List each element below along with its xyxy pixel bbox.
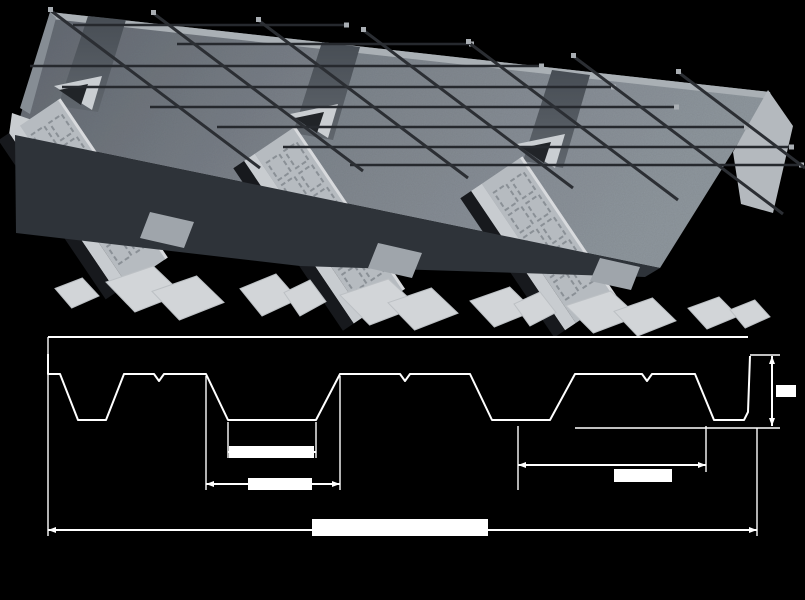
embossment [47, 113, 75, 142]
dimension-arrowhead [769, 356, 775, 364]
valley-bottom-width-label [229, 446, 314, 458]
flange-tip [613, 297, 677, 337]
rebar-rod-end [539, 63, 544, 69]
embossment [297, 163, 325, 192]
rib-end-cap-shadow [59, 84, 88, 105]
dimension-arrowhead [749, 527, 757, 533]
rebar-rod-end [361, 27, 366, 32]
rib-front-face [140, 212, 194, 248]
rebar-rod-diagonal [362, 28, 574, 190]
profile-height-label [776, 385, 796, 397]
rebar-rod-diagonal [572, 54, 784, 216]
bottom-flange-tips [54, 265, 771, 337]
profile-outline [47, 354, 751, 421]
flange-tip [283, 279, 327, 317]
dimension-arrowhead [332, 481, 340, 487]
embossment [524, 193, 552, 222]
deck-3d-render [0, 12, 793, 338]
embossment [507, 205, 535, 234]
deck-right-end-cap [733, 90, 793, 213]
flange-tip [513, 291, 557, 327]
embossment [265, 152, 293, 182]
rebar-rod-end [789, 144, 794, 150]
flange-tip [387, 287, 459, 331]
rebar-rod-end [48, 7, 53, 12]
dimension-arrowhead [206, 481, 214, 487]
rebar-rod-diagonal [257, 18, 469, 180]
flange-tip [729, 299, 771, 329]
rebar-rod-end [466, 39, 471, 44]
rebar-mesh [30, 7, 805, 216]
rebar-rod-diagonal [152, 11, 364, 173]
rebar-rod-end [151, 10, 156, 15]
profile-drawing [47, 336, 796, 536]
dimension-arrowhead [48, 527, 56, 533]
deck-left-edge [20, 12, 56, 114]
rib-front-face [368, 243, 422, 278]
embossment [509, 171, 537, 200]
embossment [552, 272, 580, 301]
dimension-arrowhead [518, 462, 526, 468]
flange-tip [687, 296, 739, 330]
rib-end-cap [54, 76, 102, 110]
deck-far-edge [50, 12, 772, 99]
rib-web [481, 158, 614, 324]
rib-front-face [590, 258, 640, 290]
embossment [340, 264, 368, 294]
rebar-rod-diagonal [49, 8, 261, 170]
rebar-rod-end [744, 124, 749, 130]
cover-width-label [312, 519, 488, 536]
rebar-rod-end [674, 104, 679, 110]
rebar-rod-end [571, 53, 576, 58]
embossment [492, 182, 520, 212]
rebar-rod-end [676, 69, 681, 74]
embossment [540, 215, 568, 245]
flange-tip [151, 275, 225, 321]
rebar-rod-diagonal [467, 40, 679, 202]
rebar-rod-end [344, 22, 349, 28]
valley-top-width-label [248, 478, 312, 490]
rebar-rod-end [256, 17, 261, 22]
rib-pitch-label [614, 469, 672, 482]
dimension-arrowhead [769, 418, 775, 426]
flange-tip [54, 277, 100, 309]
dimension-arrowhead [698, 462, 706, 468]
rebar-rod-diagonal [677, 70, 805, 170]
